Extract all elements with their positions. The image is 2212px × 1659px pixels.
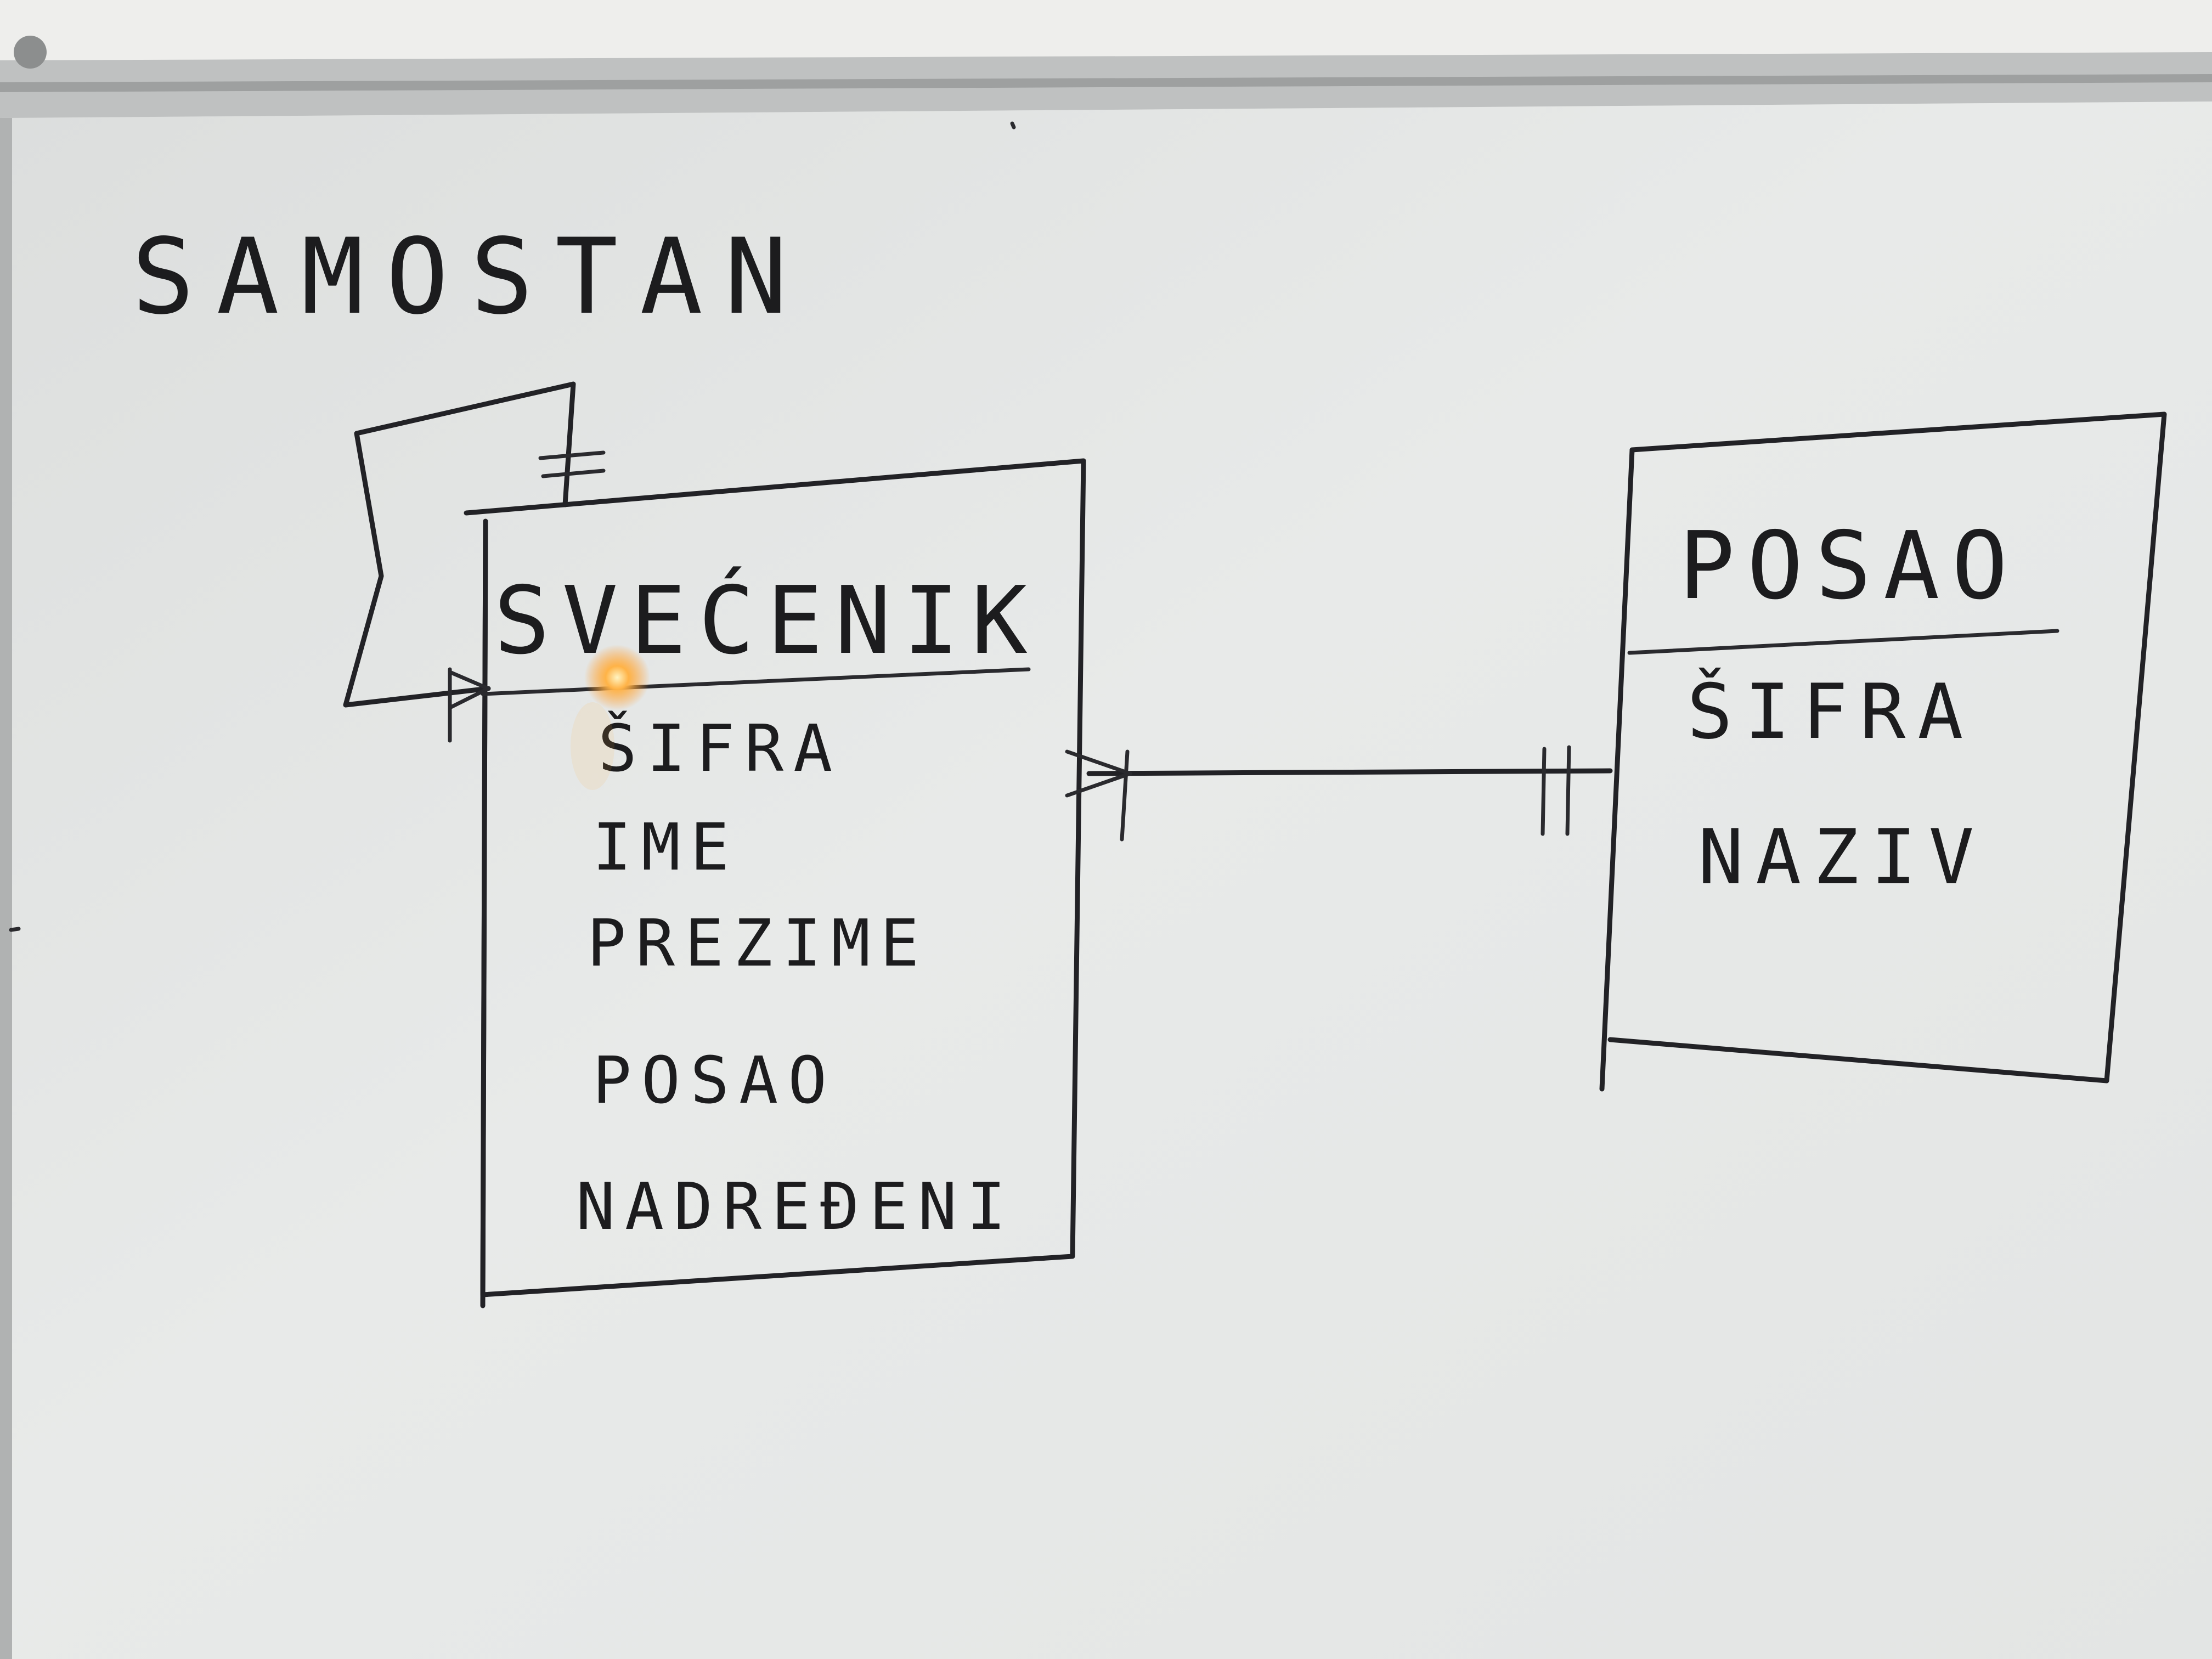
board-frame-left xyxy=(0,118,12,1659)
entity-divider-posao xyxy=(1627,629,2059,655)
attribute-posao-sifra: ŠIFRA xyxy=(1687,668,1975,756)
entity-name-svecenik: SVEĆENIK xyxy=(494,566,1040,675)
attribute-nadredjeni: NADREĐENI xyxy=(576,1169,1015,1244)
entity-posao: POSAO ŠIFRA NAZIV xyxy=(1599,411,2167,1092)
attribute-ime: IME xyxy=(592,809,739,885)
attribute-posao: POSAO xyxy=(592,1042,837,1118)
entity-box-posao xyxy=(1607,411,2167,1084)
attribute-sifra: ŠIFRA xyxy=(598,710,842,786)
board-clip-icon xyxy=(14,36,47,69)
board-title: SAMOSTAN xyxy=(132,216,809,337)
attribute-posao-naziv: NAZIV xyxy=(1698,813,1986,901)
relationship-svecenik-posao xyxy=(1065,745,1613,842)
entity-name-posao: POSAO xyxy=(1679,512,2020,620)
attribute-prezime: PREZIME xyxy=(587,905,929,981)
relationship-self-reference xyxy=(343,381,606,743)
entity-svecenik: SVEĆENIK ŠIFRA IME PREZIME POSAO NADREĐE… xyxy=(464,458,1086,1308)
light-glare xyxy=(584,645,650,710)
entity-divider-svecenik xyxy=(481,667,1031,696)
board-surface xyxy=(12,101,2212,1659)
